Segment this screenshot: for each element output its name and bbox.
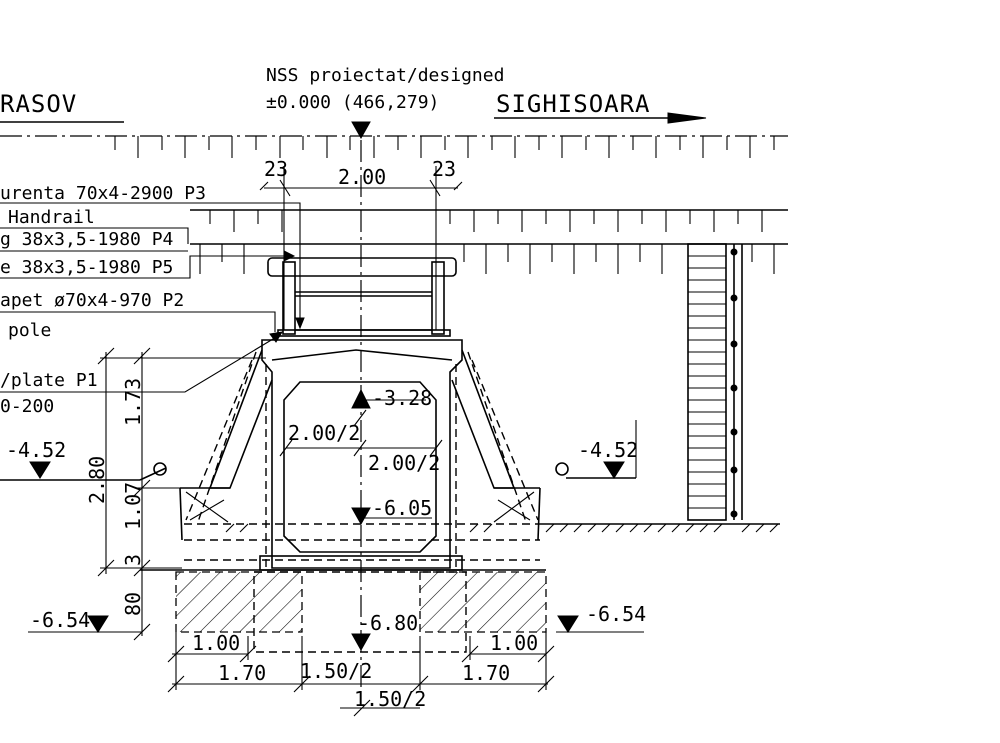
callout-3: g 38x3,5-1980 P4	[0, 229, 173, 250]
foundation-right	[419, 571, 547, 633]
level-bottom-marker-icon	[351, 633, 371, 652]
level-inner-top-marker-icon	[351, 388, 371, 409]
dim-inner-lines	[279, 409, 443, 457]
datum-level-marker-icon	[351, 121, 371, 140]
ground-right	[555, 420, 637, 479]
level-invert: -6.05	[372, 496, 432, 520]
level-foundation-right: -6.54	[586, 602, 646, 626]
dim-base-left: 1.70	[218, 661, 266, 685]
foundation-left	[175, 571, 303, 633]
callout-6: pole	[8, 320, 51, 341]
road-surface-ticks	[114, 136, 775, 158]
level-foundation-left-marker-icon	[87, 615, 109, 633]
dim-width-top: 2.00	[338, 165, 386, 189]
dim-left-vertical-lines	[97, 347, 266, 641]
dim-base-right: 1.70	[462, 661, 510, 685]
direction-right-label: SIGHISOARA	[496, 90, 651, 118]
wingwall-left	[179, 349, 273, 541]
callout-1: urenta 70x4-2900 P3	[0, 183, 206, 204]
level-bottom: -6.80	[358, 611, 418, 635]
dim-base-half-bottom: 1.50/2	[354, 687, 426, 711]
dim-half-width-horizontal: 2.00/2	[368, 451, 440, 475]
callout-leaders	[0, 202, 305, 393]
dim-bottom-lines	[167, 632, 555, 717]
callout-2: Handrail	[8, 207, 95, 228]
sidewalk-ticks	[209, 210, 763, 232]
datum-line2: ±0.000 (466,279)	[266, 92, 439, 113]
level-foundation-left: -6.54	[30, 608, 90, 632]
callout-5: apet ø70x4-970 P2	[0, 290, 184, 311]
handrail-frame	[267, 257, 457, 337]
dim-base-half: 1.50/2	[300, 659, 372, 683]
direction-arrow-icon	[667, 112, 707, 124]
level-invert-marker-icon	[351, 507, 371, 526]
retaining-pile	[687, 243, 743, 521]
level-ground-left-marker-icon	[29, 461, 51, 479]
dim-half-width-vertical: 2.00/2	[288, 421, 360, 445]
ground-left	[0, 462, 167, 481]
dim-footing-right: 1.00	[490, 631, 538, 655]
dim-slab: 3	[121, 554, 145, 566]
direction-left-label: RASOV	[0, 90, 77, 118]
level-ground-left: -4.52	[6, 438, 66, 462]
culvert-inner-opening	[283, 381, 437, 553]
dim-height-total: 2.80	[85, 456, 109, 504]
foundation-middle-outline	[253, 571, 467, 653]
dim-footing-left: 1.00	[192, 631, 240, 655]
dim-height-lower: 1.07	[121, 482, 145, 530]
level-ground-right-marker-icon	[603, 461, 625, 479]
dim-foundation-depth: 80	[121, 592, 145, 616]
dim-top-lines	[259, 166, 463, 330]
callout-7: /plate P1	[0, 370, 98, 391]
datum-line1: NSS proiectat/designed	[266, 65, 504, 86]
ground-hatch	[225, 523, 779, 533]
culvert-outer-walls	[261, 339, 463, 572]
level-inner-top: -3.28	[372, 386, 432, 410]
apron-slab	[140, 523, 546, 571]
callout-4: e 38x3,5-1980 P5	[0, 257, 173, 278]
embankment-ticks	[199, 244, 775, 274]
callout-8: 0-200	[0, 396, 54, 417]
wingwall-right	[451, 349, 541, 541]
dim-height-upper: 1.73	[121, 378, 145, 426]
level-foundation-right-marker-icon	[557, 615, 579, 633]
level-ground-right: -4.52	[578, 438, 638, 462]
